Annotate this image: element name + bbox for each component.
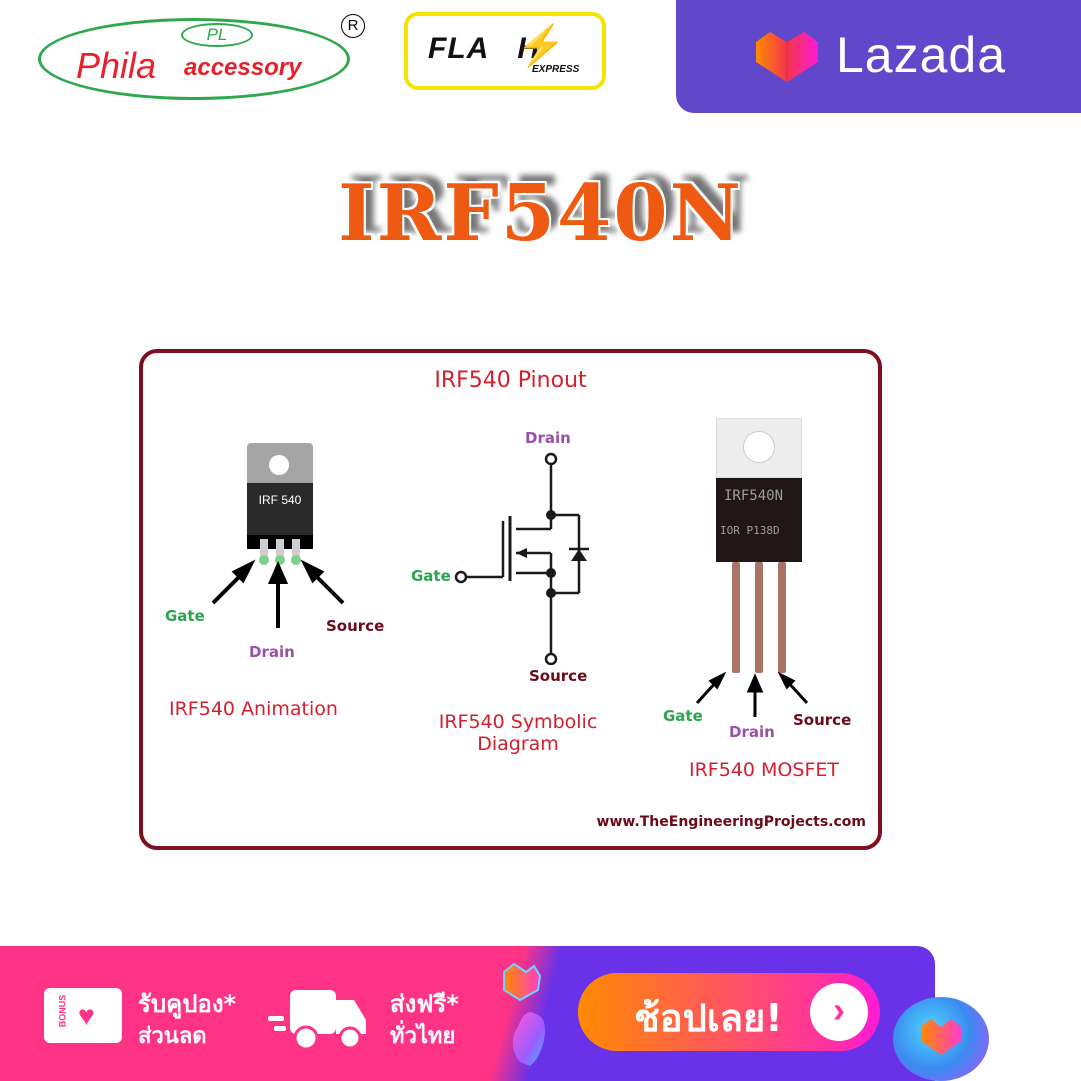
phila-accessory-logo: PL Phila accessory <box>38 18 350 100</box>
bonus-coupon-icon: BONUS ♥ <box>44 988 122 1043</box>
shipping-line2: ทั่วไทย <box>390 1024 456 1049</box>
lazada-heart-icon <box>756 32 818 82</box>
photo-pin-arrows-icon <box>695 671 809 717</box>
mosfet-symbol-icon <box>454 452 589 665</box>
photo-gate-label: Gate <box>663 707 703 725</box>
finger-heart-hand-icon <box>503 962 545 1066</box>
photo-source-label: Source <box>793 711 852 729</box>
product-title: IRF540N <box>338 168 743 259</box>
flash-tagline: EXPRESS <box>532 64 580 75</box>
flash-express-logo: FLA H ⚡ EXPRESS <box>404 12 606 90</box>
shop-now-label: ช้อปเลย! <box>634 996 783 1040</box>
animation-drain-label: Drain <box>249 643 295 661</box>
symbolic-caption: IRF540 Symbolic Diagram <box>438 711 598 755</box>
mosfet-photo: IRF540N IOR P138D <box>716 418 802 673</box>
lightning-bolt-icon: ⚡ <box>516 24 566 68</box>
coupon-line2: ส่วนลด <box>138 1024 207 1049</box>
shipping-line1: ส่งฟรี* <box>390 990 459 1018</box>
delivery-truck-icon <box>268 990 366 1051</box>
chevron-right-icon: › <box>810 983 868 1041</box>
lazada-logo: Lazada <box>676 0 1081 113</box>
symbol-source-label: Source <box>529 667 588 685</box>
pinout-card-title: IRF540 Pinout <box>434 368 587 393</box>
photo-drain-label: Drain <box>729 723 775 741</box>
phila-brand-text: Phila <box>76 45 157 86</box>
pin-arrows-icon <box>211 559 345 628</box>
symbol-drain-label: Drain <box>525 429 571 447</box>
mosfet-caption: IRF540 MOSFET <box>689 759 839 781</box>
mosfet-marking-1: IRF540N <box>724 488 784 504</box>
lazada-coin-icon <box>893 997 989 1081</box>
animation-caption: IRF540 Animation <box>169 698 338 720</box>
pinout-card: IRF540 Pinout IRF 540 Gate Drain Source … <box>139 349 882 850</box>
pl-badge: PL <box>181 23 253 47</box>
flash-word: FLA H <box>428 32 541 65</box>
registered-mark: R <box>341 14 365 38</box>
coupon-line1: รับคูปอง* <box>138 990 237 1018</box>
phila-subtitle-text: accessory <box>184 54 302 81</box>
mosfet-marking-2: IOR P138D <box>720 524 780 537</box>
transistor-animation: IRF 540 <box>247 443 313 568</box>
chip-label: IRF 540 <box>258 493 302 507</box>
heart-icon: ♥ <box>78 1000 95 1031</box>
shop-now-button[interactable]: ช้อปเลย! › <box>578 973 880 1051</box>
symbol-gate-label: Gate <box>411 567 451 585</box>
lazada-name: Lazada <box>836 27 1007 83</box>
animation-gate-label: Gate <box>165 607 205 625</box>
animation-source-label: Source <box>326 617 385 635</box>
website-link[interactable]: www.TheEngineeringProjects.com <box>596 814 866 830</box>
